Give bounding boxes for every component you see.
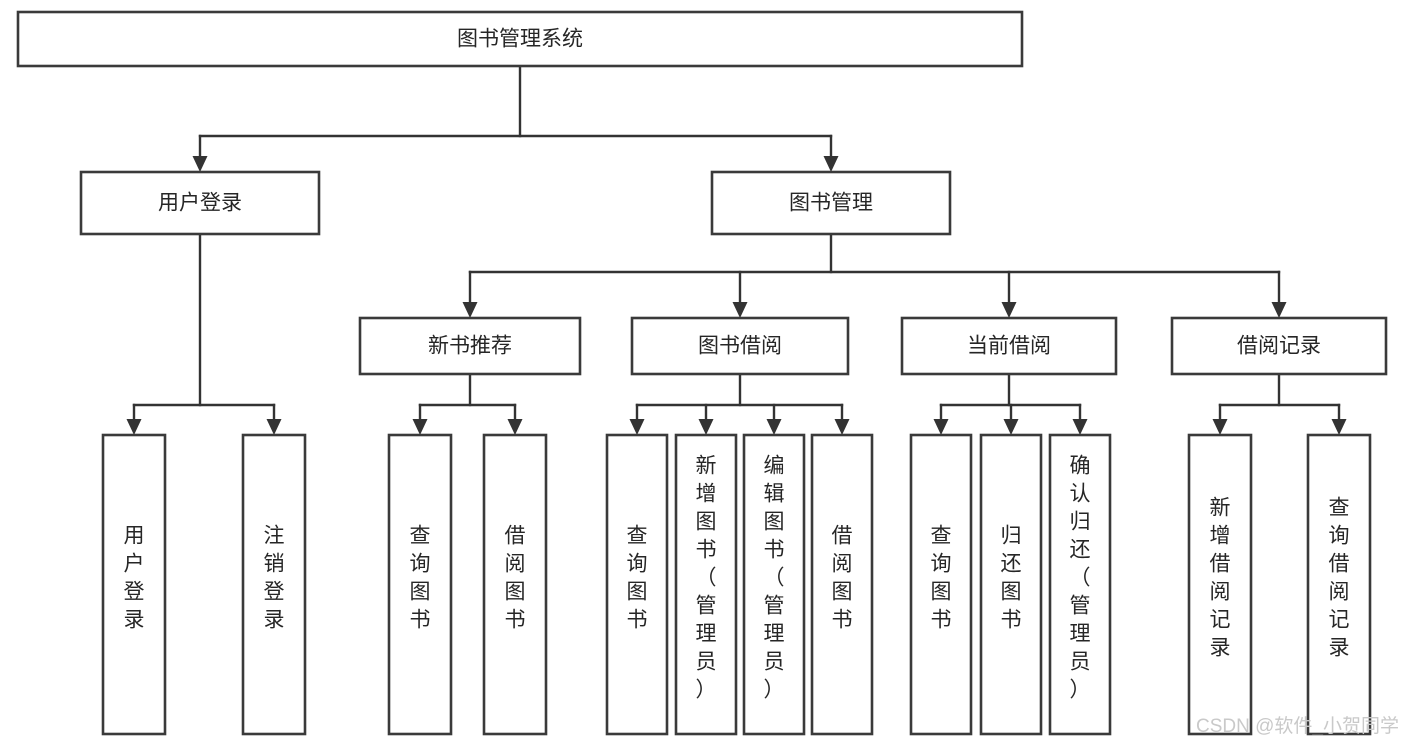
edge-l1-to-l2-2-arrowhead (1001, 302, 1017, 318)
node-leaf-4-查询图书[interactable]: 查询图书 (605, 433, 669, 736)
node-l1-图书管理[interactable]: 图书管理 (710, 170, 952, 236)
node-leaf-1-注销登录-box[interactable] (241, 433, 307, 736)
edge-borrow-record-to-leaf-0-arrowhead (1212, 419, 1228, 435)
node-l1-用户登录-label: 用户登录 (158, 192, 242, 215)
edge-l1-to-l2-3-arrowhead (1271, 302, 1287, 318)
node-leaf-10-确认归还管理员-box[interactable] (1048, 433, 1112, 736)
node-leaf-5-新增图书管理员-box[interactable] (674, 433, 738, 736)
node-l1-用户登录[interactable]: 用户登录 (79, 170, 321, 236)
edge-new-book-recommend-to-leaf-1-arrowhead (507, 419, 523, 435)
edge-book-borrow-to-leaf-2-arrowhead (766, 419, 782, 435)
edge-current-borrow-to-leaf-1-arrowhead (1003, 419, 1019, 435)
edge-user-login-to-leaf-1-arrowhead (266, 419, 282, 435)
node-leaf-10-确认归还管理员-label: 确认归还（管理员） (1070, 455, 1091, 702)
node-l2-当前借阅-box[interactable] (900, 316, 1118, 376)
edge-root-to-l1-0-arrowhead (192, 156, 208, 172)
csdn-watermark: CSDN @软件_小贺同学 (1196, 715, 1399, 737)
edge-user-login-to-leaf-0-arrowhead (126, 419, 142, 435)
node-leaf-12-查询借阅记录[interactable]: 查询借阅记录 (1306, 433, 1372, 736)
node-leaf-3-借阅图书-label: 借阅图书 (505, 525, 526, 632)
edge-book-borrow-to-leaf-3-arrowhead (834, 419, 850, 435)
node-leaf-7-借阅图书-label: 借阅图书 (832, 525, 853, 632)
node-l2-图书借阅-label: 图书借阅 (698, 335, 782, 358)
edge-book-borrow-to-leaf-0-arrowhead (629, 419, 645, 435)
node-leaf-9-归还图书[interactable]: 归还图书 (979, 433, 1043, 736)
node-l2-借阅记录-box[interactable] (1170, 316, 1388, 376)
node-leaf-1-注销登录-label: 注销登录 (264, 525, 285, 632)
node-leaf-7-借阅图书-box[interactable] (810, 433, 874, 736)
edge-l1-to-l2-0-arrowhead (462, 302, 478, 318)
node-l2-图书借阅-box[interactable] (630, 316, 850, 376)
edge-current-borrow-to-leaf-2-arrowhead (1072, 419, 1088, 435)
edge-book-borrow-to-leaf-1-arrowhead (698, 419, 714, 435)
node-leaf-2-查询图书[interactable]: 查询图书 (387, 433, 453, 736)
node-l1-图书管理-label: 图书管理 (789, 192, 873, 215)
node-leaf-5-新增图书管理员[interactable]: 新增图书（管理员） (674, 433, 738, 736)
node-l2-借阅记录-label: 借阅记录 (1237, 335, 1321, 358)
node-leaf-9-归还图书-label: 归还图书 (1001, 525, 1022, 632)
node-leaf-11-新增借阅记录[interactable]: 新增借阅记录 (1187, 433, 1253, 736)
node-leaf-2-查询图书-box[interactable] (387, 433, 453, 736)
node-root-图书管理系统-box[interactable] (16, 10, 1024, 68)
node-leaf-12-查询借阅记录-label: 查询借阅记录 (1329, 497, 1350, 660)
edge-new-book-recommend-to-leaf-0-arrowhead (412, 419, 428, 435)
node-leaf-1-注销登录[interactable]: 注销登录 (241, 433, 307, 736)
node-leaf-7-借阅图书[interactable]: 借阅图书 (810, 433, 874, 736)
node-leaf-6-编辑图书管理员[interactable]: 编辑图书（管理员） (742, 433, 806, 736)
node-root-图书管理系统[interactable]: 图书管理系统 (16, 10, 1024, 68)
node-leaf-2-查询图书-label: 查询图书 (410, 525, 431, 632)
node-leaf-4-查询图书-label: 查询图书 (627, 525, 648, 632)
node-leaf-0-用户登录-box[interactable] (101, 433, 167, 736)
edges-layer (126, 64, 1347, 435)
node-l2-新书推荐-box[interactable] (358, 316, 582, 376)
node-leaf-6-编辑图书管理员-box[interactable] (742, 433, 806, 736)
node-leaf-11-新增借阅记录-box[interactable] (1187, 433, 1253, 736)
node-leaf-5-新增图书管理员-label: 新增图书（管理员） (696, 455, 717, 702)
node-leaf-0-用户登录-label: 用户登录 (124, 525, 145, 632)
node-leaf-11-新增借阅记录-label: 新增借阅记录 (1210, 497, 1231, 660)
node-leaf-8-查询图书-label: 查询图书 (931, 525, 952, 632)
node-root-图书管理系统-label: 图书管理系统 (457, 28, 583, 51)
edge-root-to-l1-1-arrowhead (823, 156, 839, 172)
node-leaf-8-查询图书-box[interactable] (909, 433, 973, 736)
node-l2-借阅记录[interactable]: 借阅记录 (1170, 316, 1388, 376)
node-l2-新书推荐-label: 新书推荐 (428, 335, 512, 358)
node-leaf-9-归还图书-box[interactable] (979, 433, 1043, 736)
node-leaf-4-查询图书-box[interactable] (605, 433, 669, 736)
node-leaf-10-确认归还管理员[interactable]: 确认归还（管理员） (1048, 433, 1112, 736)
node-l2-当前借阅-label: 当前借阅 (967, 335, 1051, 358)
edge-current-borrow-to-leaf-0-arrowhead (933, 419, 949, 435)
node-l2-图书借阅[interactable]: 图书借阅 (630, 316, 850, 376)
node-leaf-0-用户登录[interactable]: 用户登录 (101, 433, 167, 736)
nodes-layer: 图书管理系统用户登录图书管理新书推荐图书借阅当前借阅借阅记录用户登录注销登录查询… (16, 10, 1388, 736)
node-leaf-8-查询图书[interactable]: 查询图书 (909, 433, 973, 736)
node-l2-当前借阅[interactable]: 当前借阅 (900, 316, 1118, 376)
node-l2-新书推荐[interactable]: 新书推荐 (358, 316, 582, 376)
node-l1-图书管理-box[interactable] (710, 170, 952, 236)
node-l1-用户登录-box[interactable] (79, 170, 321, 236)
node-leaf-12-查询借阅记录-box[interactable] (1306, 433, 1372, 736)
edge-borrow-record-to-leaf-1-arrowhead (1331, 419, 1347, 435)
node-leaf-6-编辑图书管理员-label: 编辑图书（管理员） (764, 455, 785, 702)
node-leaf-3-借阅图书-box[interactable] (482, 433, 548, 736)
node-leaf-3-借阅图书[interactable]: 借阅图书 (482, 433, 548, 736)
edge-l1-to-l2-1-arrowhead (732, 302, 748, 318)
